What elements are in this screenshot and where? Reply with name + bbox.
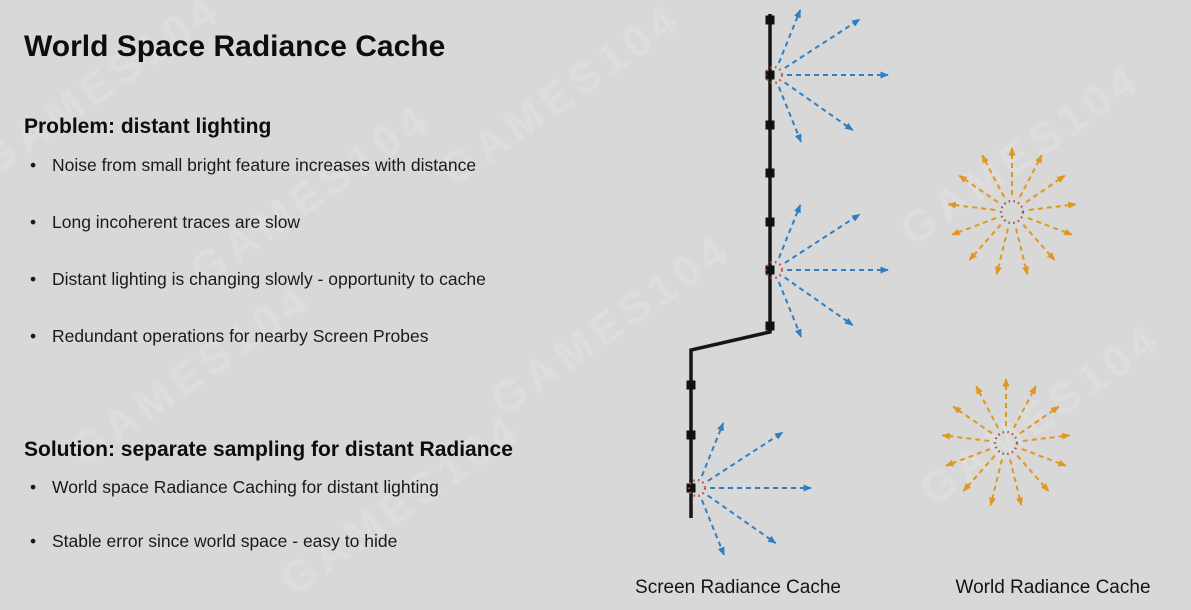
world-radiance-cache-label: World Radiance Cache xyxy=(955,577,1151,598)
screen-radiance-cache-label: Screen Radiance Cache xyxy=(635,577,841,598)
bullet-item: Distant lighting is changing slowly - op… xyxy=(24,269,644,289)
bullet-item: Noise from small bright feature increase… xyxy=(24,155,644,175)
problem-bullet-list: Noise from small bright feature increase… xyxy=(24,155,644,383)
problem-heading: Problem: distant lighting xyxy=(24,115,272,139)
bullet-item: Stable error since world space - easy to… xyxy=(24,531,644,551)
solution-heading: Solution: separate sampling for distant … xyxy=(24,438,513,462)
bullet-item: World space Radiance Caching for distant… xyxy=(24,477,644,497)
bullet-item: Redundant operations for nearby Screen P… xyxy=(24,326,644,346)
page-title: World Space Radiance Cache xyxy=(24,30,446,64)
solution-bullet-list: World space Radiance Caching for distant… xyxy=(24,477,644,585)
bullet-item: Long incoherent traces are slow xyxy=(24,212,644,232)
